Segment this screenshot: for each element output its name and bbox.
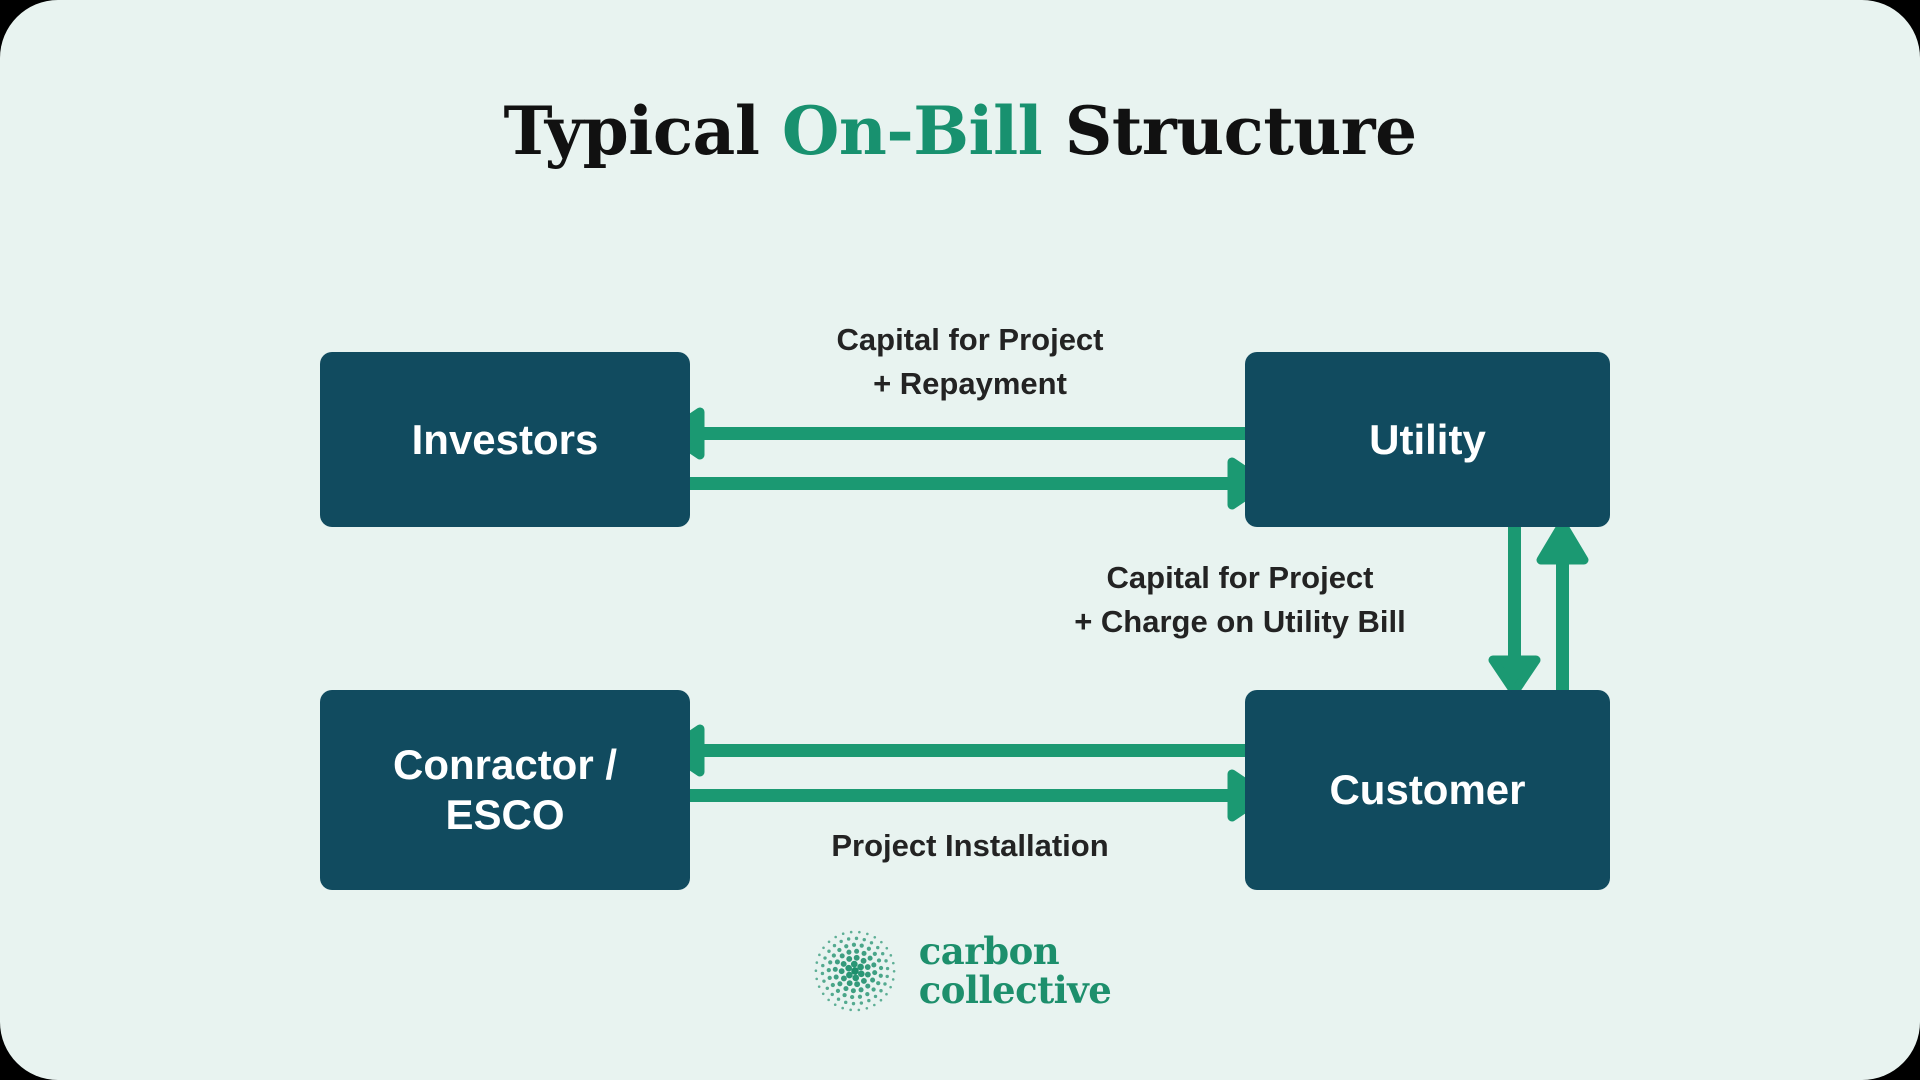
edge-label-utility-customer: Capital for Project + Charge on Utility … (1074, 560, 1406, 640)
node-investors[interactable]: Investors (320, 352, 690, 527)
arrow-contractor-to-customer (685, 769, 1269, 822)
arrow-customer-to-contractor (663, 724, 1255, 777)
node-utility[interactable]: Utility (1245, 352, 1610, 527)
arrow-customer-to-utility (1536, 519, 1589, 695)
arrow-investors-to-utility (685, 457, 1269, 510)
brand-line-1: carbon (918, 928, 1060, 973)
brand-wordmark: carbon collective (918, 928, 1112, 1012)
title-prefix: Typical (503, 92, 782, 170)
edge-label-investors-utility: Capital for Project + Repayment (836, 322, 1104, 402)
brand-line-2: collective (918, 968, 1112, 1012)
page-title: Typical On-Bill Structure (0, 92, 1920, 170)
title-accent: On-Bill (781, 92, 1043, 170)
title-suffix: Structure (1042, 92, 1417, 170)
edge-label-contractor-customer: Project Installation (831, 828, 1109, 863)
node-customer[interactable]: Customer (1245, 690, 1610, 890)
arrow-utility-to-investors (663, 407, 1255, 460)
arrow-utility-to-customer (1488, 520, 1541, 697)
brand-logo: carbon collective (0, 925, 1920, 1017)
dot-cluster-circle-icon (814, 930, 896, 1012)
node-contractor-esco[interactable]: Conractor / ESCO (320, 690, 690, 890)
